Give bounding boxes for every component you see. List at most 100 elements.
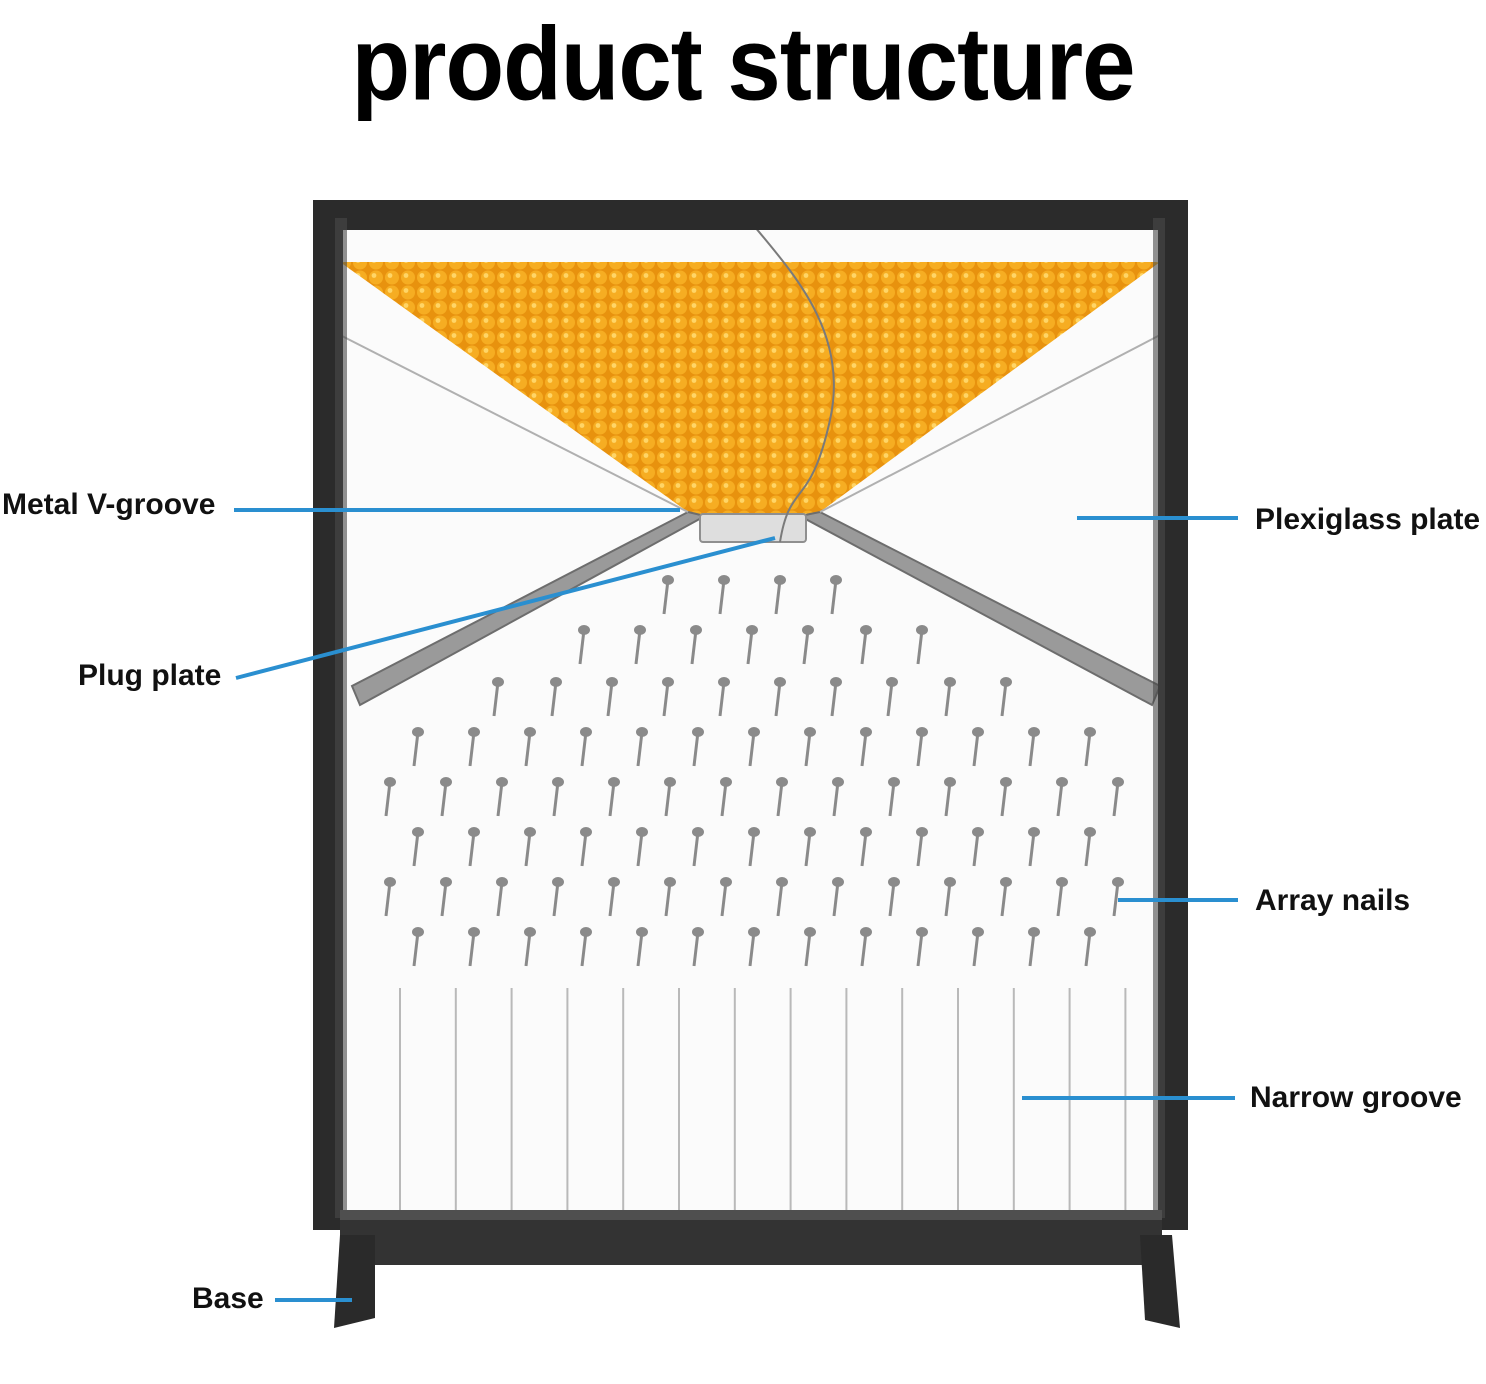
- nail-head: [1028, 927, 1040, 937]
- bead-hopper: [340, 262, 1160, 516]
- nail: [412, 827, 424, 867]
- nail-shaft: [830, 681, 838, 717]
- nail: [720, 777, 732, 817]
- nail-head: [440, 877, 452, 887]
- nail-shaft: [440, 881, 448, 917]
- nail: [944, 677, 956, 717]
- nail-shaft: [524, 731, 532, 767]
- nail: [440, 877, 452, 917]
- nail: [1000, 877, 1012, 917]
- nail-shaft: [1112, 881, 1120, 917]
- nail: [888, 877, 900, 917]
- nail-shaft: [804, 931, 812, 967]
- nail-head: [718, 575, 730, 585]
- nail: [860, 927, 872, 967]
- nail: [524, 827, 536, 867]
- nail: [972, 827, 984, 867]
- nail-shaft: [860, 831, 868, 867]
- nail-shaft: [1028, 931, 1036, 967]
- nail: [860, 625, 872, 665]
- nail-head: [1056, 777, 1068, 787]
- nail-head: [1084, 927, 1096, 937]
- nail-shaft: [972, 931, 980, 967]
- nail: [1028, 827, 1040, 867]
- nail: [746, 625, 758, 665]
- nail-shaft: [412, 731, 420, 767]
- nail-head: [776, 877, 788, 887]
- nail: [1028, 727, 1040, 767]
- nail-head: [774, 677, 786, 687]
- nail-shaft: [748, 731, 756, 767]
- nail-head: [720, 877, 732, 887]
- nail-shaft: [746, 629, 754, 665]
- nail-head: [524, 827, 536, 837]
- nail-shaft: [580, 731, 588, 767]
- nail: [832, 877, 844, 917]
- nail-head: [496, 877, 508, 887]
- nail: [468, 727, 480, 767]
- nail: [860, 727, 872, 767]
- nail-shaft: [662, 681, 670, 717]
- nail-shaft: [492, 681, 500, 717]
- nail-head: [888, 777, 900, 787]
- nail-head: [916, 827, 928, 837]
- nail-head: [748, 727, 760, 737]
- nail: [580, 927, 592, 967]
- nail: [664, 877, 676, 917]
- nail-head: [468, 827, 480, 837]
- nail-shaft: [944, 681, 952, 717]
- nail-shaft: [636, 831, 644, 867]
- nail-head: [496, 777, 508, 787]
- nail-head: [776, 777, 788, 787]
- nail-head: [746, 625, 758, 635]
- nail-shaft: [664, 781, 672, 817]
- nail-head: [804, 727, 816, 737]
- nail: [384, 877, 396, 917]
- nail: [468, 827, 480, 867]
- nail: [634, 625, 646, 665]
- nail: [468, 927, 480, 967]
- nail: [636, 927, 648, 967]
- nail-shaft: [692, 931, 700, 967]
- nail-head: [1028, 727, 1040, 737]
- nail-head: [972, 927, 984, 937]
- nail-shaft: [412, 831, 420, 867]
- label-plug-plate: Plug plate: [78, 659, 222, 692]
- nail-head: [608, 777, 620, 787]
- nail-head: [748, 827, 760, 837]
- nail-head: [916, 727, 928, 737]
- nail: [664, 777, 676, 817]
- nail-shaft: [524, 831, 532, 867]
- label-base: Base: [192, 1282, 264, 1315]
- nail-head: [1084, 727, 1096, 737]
- nail-head: [972, 827, 984, 837]
- nail: [888, 777, 900, 817]
- nail-shaft: [412, 931, 420, 967]
- nail: [662, 677, 674, 717]
- nail: [748, 927, 760, 967]
- nail: [1000, 777, 1012, 817]
- nail-shaft: [692, 831, 700, 867]
- nail: [412, 927, 424, 967]
- nail-shaft: [468, 931, 476, 967]
- nail-head: [552, 777, 564, 787]
- label-narrow-groove: Narrow groove: [1250, 1081, 1462, 1114]
- label-metal-v-groove: Metal V-groove: [2, 488, 216, 521]
- nail-shaft: [1084, 831, 1092, 867]
- nail: [830, 677, 842, 717]
- nail-head: [804, 927, 816, 937]
- nail: [1028, 927, 1040, 967]
- nail-shaft: [804, 831, 812, 867]
- nail-head: [830, 575, 842, 585]
- nail-head: [412, 927, 424, 937]
- nail-shaft: [552, 881, 560, 917]
- nail-shaft: [830, 579, 838, 615]
- nail-shaft: [720, 881, 728, 917]
- nail: [552, 777, 564, 817]
- nail-head: [832, 777, 844, 787]
- nail-head: [888, 877, 900, 887]
- nail-shaft: [608, 781, 616, 817]
- nail-head: [916, 927, 928, 937]
- nail-shaft: [606, 681, 614, 717]
- nail: [886, 677, 898, 717]
